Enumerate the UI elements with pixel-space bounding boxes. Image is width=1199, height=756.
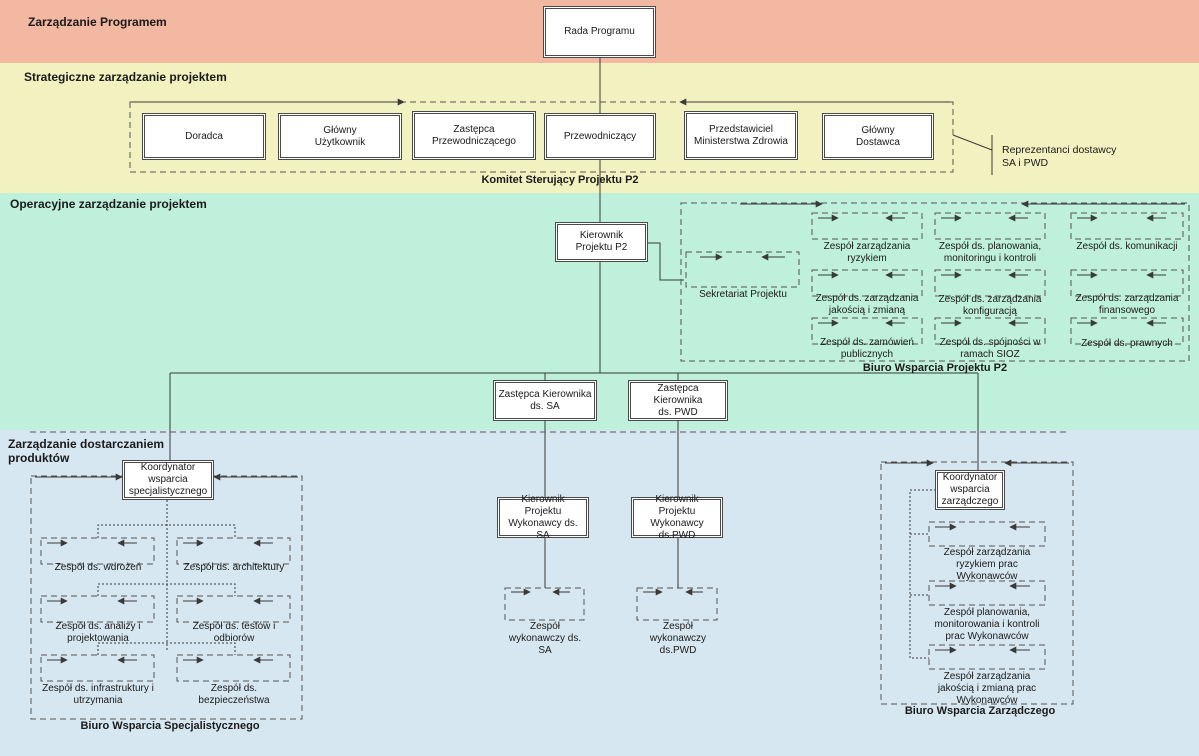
zastepca-sa-label: Zastępca Kierownika ds. SA: [498, 388, 592, 412]
team-ryzyko-wykonawcow: Zespół zarządzania ryzykiem prac Wykonaw…: [943, 547, 1031, 582]
team-ryzyko: Zespół zarządzania ryzykiem: [823, 241, 911, 264]
band-title-delivery: Zarządzanie dostarczaniem produktów: [8, 437, 165, 465]
zastepca-sa-box: Zastępca Kierownika ds. SA: [493, 380, 597, 421]
biuro-zarz-frame: [880, 461, 1074, 705]
team-architektura: Zespół ds. architektury: [183, 562, 285, 573]
team-sekretariat: Sekretariat Projektu: [699, 289, 787, 300]
glowny-uzytkownik-label: Główny Użytkownik: [314, 124, 366, 148]
zastepca-pwd-box: Zastępca Kierownika ds. PWD: [628, 380, 728, 421]
przedstawiciel-mz-box: Przedstawiciel Ministerstwa Zdrowia: [684, 111, 798, 160]
przewodniczacy-label: Przewodniczący: [563, 130, 637, 142]
komitet-frame: [129, 101, 954, 173]
team-spojnosc: Zespół ds. spójności w ramach SIOZ: [939, 337, 1041, 360]
kierownik-wykonawcy-sa-label: Kierownik Projektu Wykonawcy ds. SA: [508, 493, 578, 541]
kierownik-wykonawcy-pwd-label: Kierownik Projektu Wykonawcy ds.PWD: [650, 493, 704, 541]
biuro-spec-title: Biuro Wsparcia Specjalistycznego: [80, 720, 260, 732]
reprezentanci-note: Reprezentanci dostawcy SA i PWD: [1002, 144, 1117, 169]
glowny-uzytkownik-box: Główny Użytkownik: [278, 113, 402, 160]
przewodniczacy-box: Przewodniczący: [544, 113, 656, 160]
doradca-box: Doradca: [142, 113, 266, 160]
zastepca-przewodniczacego-box: Zastępca Przewodniczącego: [412, 111, 536, 160]
zastepca-przewodniczacego-label: Zastępca Przewodniczącego: [432, 123, 516, 147]
biuro-p2-title: Biuro Wsparcia Projektu P2: [862, 362, 1008, 374]
kierownik-p2-label: Kierownik Projektu P2: [575, 230, 628, 253]
glowny-dostawca-label: Główny Dostawca: [856, 124, 900, 148]
team-testy: Zespół ds. testów i odbiorów: [192, 621, 276, 644]
team-zamowienia: Zespół ds. zamówień publicznych: [820, 337, 914, 360]
team-wdrozenia: Zespół ds. wdrożeń: [54, 562, 142, 573]
team-prawne: Zespół ds. prawnych: [1081, 338, 1173, 349]
team-planowanie: Zespół ds. planowania, monitoringu i kon…: [938, 241, 1042, 264]
doradca-label: Doradca: [185, 130, 223, 142]
team-wykonawczy-pwd: Zespół wykonawczy ds.PWD: [649, 621, 707, 656]
band-title-program: Zarządzanie Programem: [28, 15, 167, 29]
koordynator-spec-label: Koordynator wsparcia specjalistycznego: [128, 462, 208, 497]
przedstawiciel-mz-label: Przedstawiciel Ministerstwa Zdrowia: [694, 123, 788, 147]
team-jakosc: Zespół ds. zarządzania jakością i zmianą: [815, 293, 919, 316]
kierownik-wykonawcy-sa-box: Kierownik Projektu Wykonawcy ds. SA: [497, 494, 589, 541]
kierownik-p2-box: Kierownik Projektu P2: [555, 222, 648, 262]
team-finansowe: Zespół ds. zarządzania finansowego: [1075, 293, 1179, 316]
team-bezpieczenstwo: Zespół ds. bezpieczeństwa: [198, 683, 270, 706]
rada-programu-box: Rada Programu: [543, 6, 656, 58]
team-analizy: Zespół ds. analizy i projektowania: [55, 621, 141, 644]
zastepca-pwd-label: Zastępca Kierownika ds. PWD: [653, 382, 703, 418]
team-wykonawczy-sa: Zespół wykonawczy ds. SA: [508, 621, 582, 656]
team-infrastruktura: Zespół ds. infrastruktury i utrzymania: [42, 683, 154, 706]
koordynator-zarz-box: Koordynator wsparcia zarządczego: [935, 470, 1005, 510]
biuro-zarz-title: Biuro Wsparcia Zarządczego: [904, 705, 1056, 717]
biuro-p2-frame: [680, 202, 1190, 362]
team-planowanie-wykonawcow: Zespół planowania, monitorowania i kontr…: [934, 607, 1040, 642]
kierownik-wykonawcy-pwd-box: Kierownik Projektu Wykonawcy ds.PWD: [631, 494, 723, 541]
team-konfiguracja: Zespół ds. zarządzania konfiguracją: [938, 294, 1042, 317]
team-jakosc-wykonawcow: Zespół zarządzania jakością i zmianą pra…: [937, 671, 1037, 706]
rada-programu-label: Rada Programu: [564, 26, 635, 37]
koordynator-spec-box: Koordynator wsparcia specjalistycznego: [122, 460, 214, 500]
glowny-dostawca-box: Główny Dostawca: [822, 113, 934, 160]
band-title-strategic: Strategiczne zarządzanie projektem: [24, 70, 227, 84]
komitet-title: Komitet Sterujący Projektu P2: [481, 174, 639, 186]
band-title-operational: Operacyjne zarządzanie projektem: [10, 197, 207, 211]
team-komunikacja: Zespół ds. komunikacji: [1076, 241, 1178, 252]
koordynator-zarz-label: Koordynator wsparcia zarządczego: [941, 472, 999, 507]
